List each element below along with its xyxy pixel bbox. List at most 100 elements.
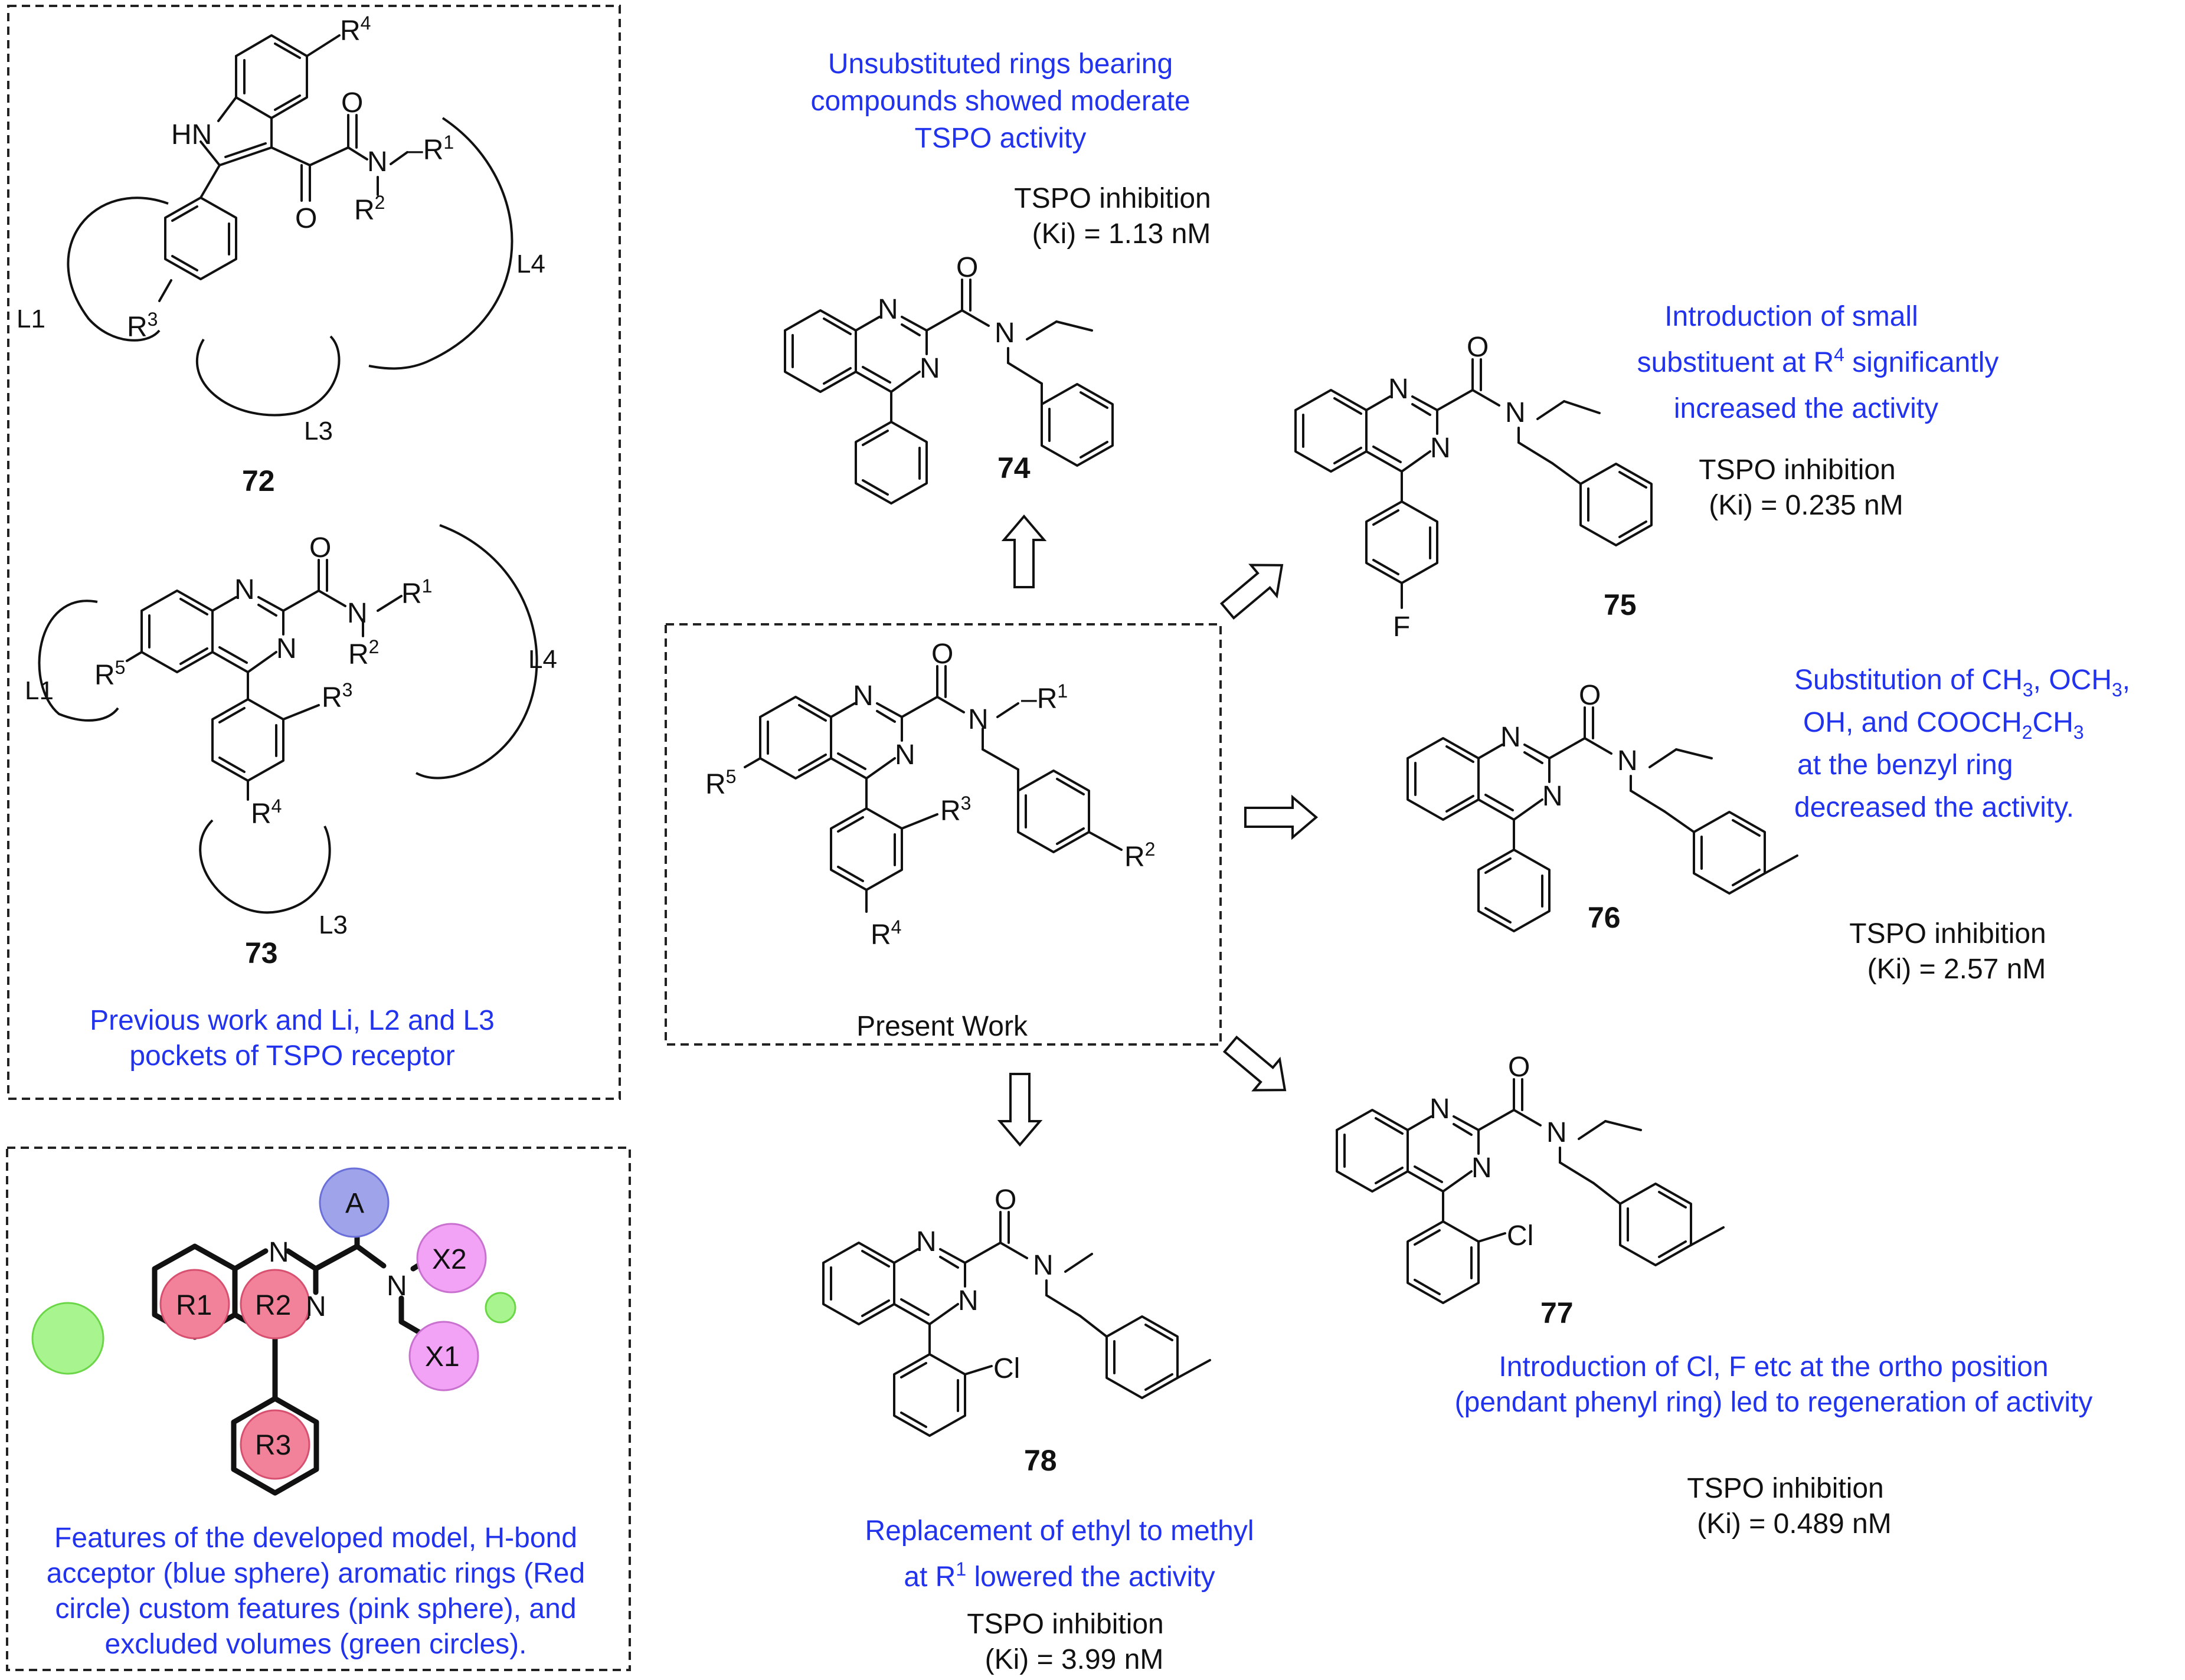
atom-n-77c: N [1546,1117,1567,1148]
present-work-label: Present Work [856,1011,1028,1042]
atom-n-72: N [367,146,388,178]
note-76-line1: Substitution of CH3, OCH3, [1794,664,2130,700]
pocket-l3-72: L3 [304,417,333,446]
feature-x1-label: X1 [425,1341,460,1373]
inhibition-76-line1: TSPO inhibition [1849,918,2046,949]
compound-73-label: 73 [245,936,278,970]
compound-76-structure [1406,706,1798,932]
atom-n-ph1: N [269,1237,289,1268]
atom-n-ph3: N [387,1270,407,1302]
note-74-line3: TSPO activity [915,123,1087,154]
compound-74-structure [784,279,1114,505]
aromatic-ring-r1 [159,1269,230,1340]
compound-72-structure [158,34,408,302]
atom-n-76a: N [1500,722,1521,753]
atom-o-76: O [1579,680,1601,711]
pocket-l4-arc-72 [368,117,513,370]
compound-78-structure [822,1211,1211,1437]
atom-r5-73: R5 [94,657,125,691]
pocket-l1-73: L1 [25,676,54,705]
atom-n-ph2: N [306,1291,326,1322]
note-76-line2: OH, and COOCH2CH3 [1803,707,2084,743]
atom-o-77: O [1508,1052,1530,1083]
note-78-line1: Replacement of ethyl to methyl [865,1515,1254,1547]
compound-72-label: 72 [242,464,275,497]
atom-r2-pw: R2 [1124,839,1155,873]
compound-78-label: 78 [1024,1444,1057,1477]
atom-r4-pw: R4 [871,916,901,951]
atom-o-73: O [309,532,331,564]
atom-n-pw3: N [968,704,989,735]
inhibition-74-line2: (Ki) = 1.13 nM [1032,218,1211,250]
feature-r2-label: R2 [255,1290,291,1321]
atom-n-74b: N [920,353,940,384]
present-work-structure [744,665,1123,913]
feature-a-label: A [345,1188,364,1219]
pocket-l3-arc-73 [199,819,331,914]
previous-work-caption-2: pockets of TSPO receptor [129,1040,454,1072]
compound-77-label: 77 [1540,1296,1574,1329]
atom-n-77a: N [1430,1093,1450,1125]
atom-r4-72: R4 [340,12,371,47]
pocket-l1-72: L1 [17,304,45,333]
arrow-to-77 [1216,1027,1299,1107]
hbond-acceptor-sphere [319,1167,390,1238]
inhibition-75-line2: (Ki) = 0.235 nM [1709,490,1903,521]
atom-n-74a: N [878,294,898,325]
pocket-l4-arc-73 [416,524,538,780]
pocket-l1-arc-72 [67,197,169,342]
pharmacophore-box [6,1147,631,1671]
atom-r1-pw: –R1 [1021,680,1068,715]
pocket-l4-73: L4 [528,645,557,674]
atom-cl-77: Cl [1507,1220,1533,1252]
atom-hn: HN [171,119,212,150]
note-74-line1: Unsubstituted rings bearing [828,48,1173,80]
note-78-line2: at R1 lowered the activity [904,1558,1215,1593]
feature-r1-label: R1 [176,1290,212,1321]
pharmacophore-caption-4: excluded volumes (green circles). [105,1629,527,1660]
arrow-to-76 [1244,796,1317,839]
atom-o-pw: O [931,638,953,670]
compound-73-structure [126,559,403,801]
note-75-line3: increased the activity [1674,393,1938,424]
atom-r5-pw: R5 [705,766,736,800]
atom-f-75: F [1393,611,1410,643]
custom-feature-x2 [416,1223,487,1293]
atom-r1-72: –R1 [407,132,454,166]
atom-n-76b: N [1542,781,1563,812]
custom-feature-x1 [408,1321,479,1391]
excluded-volume-large [31,1302,104,1375]
inhibition-78-line1: TSPO inhibition [967,1609,1164,1640]
atom-cl-78: Cl [993,1353,1020,1384]
pocket-l3-73: L3 [319,911,348,939]
atom-o-72a: O [341,87,363,119]
atom-o-75: O [1467,332,1489,363]
inhibition-76-line2: (Ki) = 2.57 nM [1867,954,2046,985]
aromatic-ring-r2 [240,1269,310,1340]
inhibition-77-line2: (Ki) = 0.489 nM [1697,1508,1891,1540]
feature-r3-label: R3 [255,1430,291,1461]
atom-n-pw2: N [895,739,915,771]
previous-work-box [7,5,621,1100]
compound-77-structure [1336,1078,1725,1304]
atom-n-75a: N [1388,374,1409,405]
aromatic-ring-r3 [240,1409,310,1480]
atom-r2-72: R2 [354,192,385,226]
arrow-to-78 [999,1073,1041,1146]
pharmacophore-caption-3: circle) custom features (pink sphere), a… [55,1593,576,1625]
compound-74-label: 74 [997,451,1031,484]
atom-r3-72: R3 [127,309,158,343]
atom-r1-73: R1 [401,575,432,610]
atom-n-78b: N [958,1285,979,1317]
atom-n-75b: N [1430,433,1451,464]
atom-r3-pw: R3 [940,792,971,827]
present-work-box [665,623,1222,1046]
note-76-line3: at the benzyl ring [1797,749,2013,781]
inhibition-77-line1: TSPO inhibition [1687,1473,1884,1504]
atom-r3-73: R3 [322,679,352,713]
compound-75-label: 75 [1604,588,1637,621]
atom-n-78c: N [1033,1250,1054,1281]
inhibition-74-line1: TSPO inhibition [1014,183,1211,214]
arrow-to-75 [1213,548,1296,628]
